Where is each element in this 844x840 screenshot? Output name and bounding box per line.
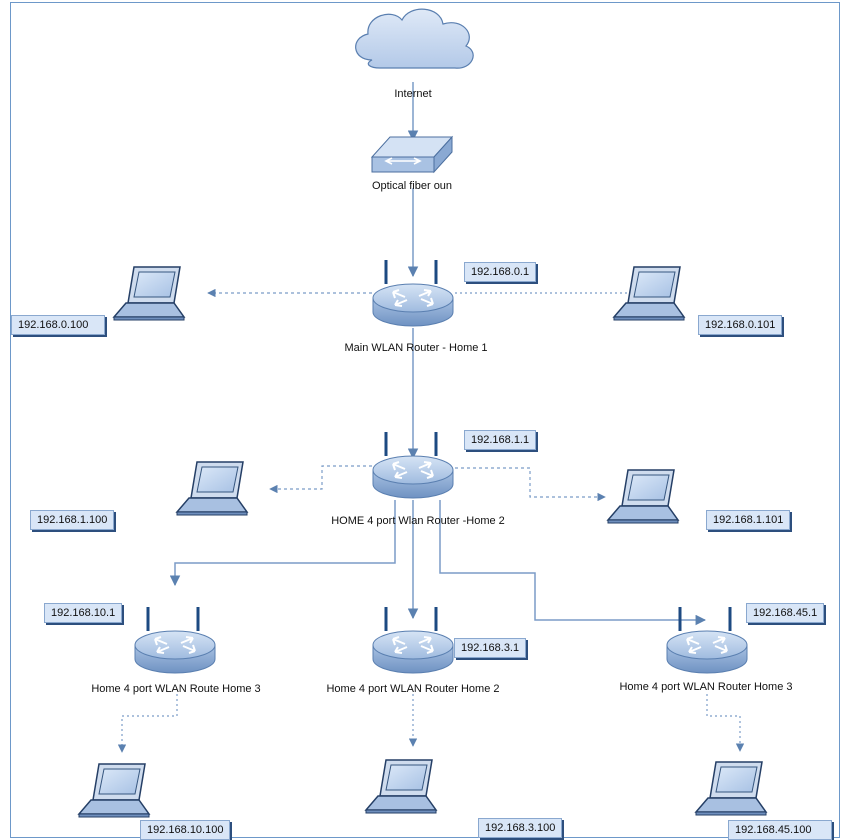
laptop-icon <box>607 469 679 524</box>
laptop-ip-badge: 192.168.1.100 <box>30 510 115 530</box>
home2b-router-label: Home 4 port WLAN Router Home 2 <box>326 683 500 695</box>
link-home3a-laptop5 <box>117 694 178 753</box>
laptop-ip-badge: 192.168.0.100 <box>11 315 105 335</box>
home2b-router-ip-badge: 192.168.3.1 <box>454 638 527 658</box>
home2-router-label: HOME 4 port Wlan Router -Home 2 <box>331 515 505 527</box>
laptop-ip-badge: 192.168.1.101 <box>706 510 791 530</box>
laptop-icon <box>365 759 437 814</box>
home3b-router-label: Home 4 port WLAN Router Home 3 <box>619 681 793 693</box>
home3b-router-icon <box>665 605 749 675</box>
laptop-ip-badge: 192.168.45.100 <box>728 820 832 840</box>
laptop-ip-badge: 192.168.10.100 <box>140 820 231 840</box>
laptop-icon <box>695 761 767 816</box>
diagram-frame <box>10 2 840 838</box>
link-home2-laptop3 <box>269 465 372 494</box>
home3a-router-icon <box>133 605 217 675</box>
laptop-icon <box>176 461 248 516</box>
home3b-router-ip-badge: 192.168.45.1 <box>746 603 825 623</box>
connection-lines <box>117 82 745 753</box>
home3a-router-label: Home 4 port WLAN Route Home 3 <box>91 683 261 695</box>
laptop-icon <box>78 763 150 818</box>
internet-label: Internet <box>394 88 432 100</box>
laptop-icon <box>613 266 685 321</box>
home2-router-ip-badge: 192.168.1.1 <box>464 430 537 450</box>
ont-label: Optical fiber oun <box>371 180 453 192</box>
link-home2-home3a <box>169 500 396 587</box>
laptop-ip-badge: 192.168.3.100 <box>478 818 563 838</box>
optical-fiber-ont-icon <box>370 135 454 174</box>
link-home2-home3b <box>439 500 707 626</box>
home3a-router-ip-badge: 192.168.10.1 <box>44 603 123 623</box>
link-home3b-laptop7 <box>706 694 745 752</box>
main-router-label: Main WLAN Router - Home 1 <box>344 342 488 354</box>
laptop-ip-badge: 192.168.0.101 <box>698 315 783 335</box>
link-home2-laptop4 <box>455 467 606 502</box>
laptop-icon <box>113 266 185 321</box>
main-router-ip-badge: 192.168.0.1 <box>464 262 537 282</box>
internet-cloud-icon <box>355 8 474 69</box>
